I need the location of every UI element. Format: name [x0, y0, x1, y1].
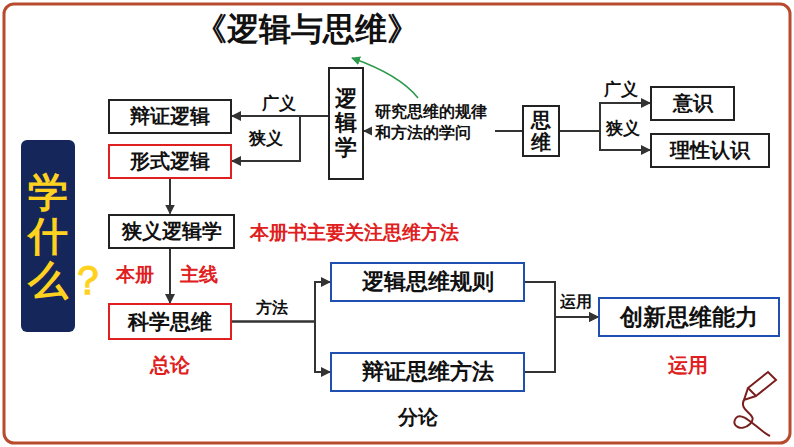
thinking-box: 科学思维 [108, 303, 232, 340]
node-text: 创新思维能力 [620, 302, 758, 333]
connector-arrow [525, 317, 598, 372]
node-text: 思维 [531, 109, 551, 153]
edge-label: 方法 [256, 298, 288, 319]
method-box: 辩证思维方法 [330, 352, 525, 392]
logic-box: 逻辑学 [328, 67, 364, 180]
edge-label: 广义 [262, 92, 296, 115]
node-text: 形式逻辑 [130, 148, 210, 175]
node-text: 意识 [673, 90, 713, 117]
note-text: 主线 [180, 262, 218, 288]
node-text: 逻辑学 [335, 87, 357, 160]
connector-arrow [525, 282, 598, 317]
slide-frame [4, 4, 790, 443]
node-text: 辩证思维方法 [362, 357, 494, 387]
question-panel: 学什么？ [21, 140, 75, 332]
edge-label: 狭义 [249, 127, 283, 150]
pen-icon [734, 372, 776, 436]
connector-arrow [232, 116, 328, 161]
section-tag: 总论 [150, 352, 190, 379]
logic-box: 狭义逻辑学 [108, 214, 235, 249]
concept-box: 意识 [650, 86, 735, 121]
note-text: 本册书主要关注思维方法 [250, 220, 459, 246]
connector-arrow [232, 322, 330, 373]
section-tag: 分论 [398, 404, 438, 431]
connector-arrow [169, 249, 171, 304]
note-text: 本册 [116, 262, 154, 288]
ability-box: 创新思维能力 [598, 297, 780, 337]
node-text: 辩证逻辑 [130, 103, 210, 130]
node-text: 学什么？ [28, 170, 68, 302]
thinking-box: 思维 [522, 105, 560, 157]
node-text: 理性认识 [670, 137, 750, 164]
logic-box: 形式逻辑 [108, 144, 232, 179]
node-text: 狭义逻辑学 [122, 218, 222, 245]
edge-label: 狭义 [606, 117, 640, 140]
method-box: 逻辑思维规则 [330, 262, 525, 302]
edge-label: 运用 [560, 292, 592, 313]
connector-arrow [232, 282, 330, 322]
slide-title: 《逻辑与思维》 [195, 8, 419, 52]
section-tag: 运用 [668, 352, 708, 379]
concept-box: 理性认识 [650, 133, 770, 168]
edge-label: 研究思维的规律和方法的学问 [372, 101, 495, 145]
connector-arrow [169, 179, 171, 214]
node-text: 科学思维 [128, 308, 212, 336]
logic-box: 辩证逻辑 [108, 99, 232, 134]
node-text: 逻辑思维规则 [362, 267, 494, 297]
edge-label: 广义 [604, 78, 638, 101]
